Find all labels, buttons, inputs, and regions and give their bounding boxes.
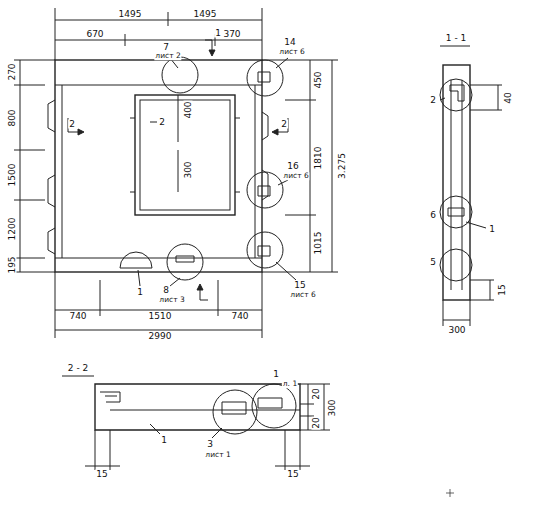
dimension-text: 270 [8,62,17,81]
dimension-text: 40 [504,91,513,104]
callout-label: 7 [162,43,170,52]
callout-label: 2 [158,118,166,127]
dimension-text: 300 [328,398,337,417]
dimension-text: 1810 [314,146,323,171]
callout-label: 1510 [148,312,173,321]
dimension-text: 300 [184,160,193,179]
callout-label: 1 [136,288,144,297]
dimension-text: 195 [8,255,17,274]
callout-label: 370 [222,30,241,39]
dimension-text: 400 [184,100,193,119]
callout-label: 2 [280,120,288,129]
callout-label: 15 [293,281,306,290]
callout-label: лист 3 [158,296,185,304]
callout-label: 8 [162,286,170,295]
dimension-text: 20 [312,387,321,400]
callout-label: 2 - 2 [67,364,89,373]
callout-label: 1 [160,436,168,445]
dimension-text: 1200 [8,217,17,242]
callout-label: 1 [488,225,496,234]
callout-label: лист 6 [289,291,316,299]
callout-label: 1495 [118,10,143,19]
callout-label: 1 [272,370,280,379]
callout-label: 2 [68,120,76,129]
callout-label: 1495 [193,10,218,19]
dimension-text: 20 [312,416,321,429]
dimension-text: 1015 [314,231,323,256]
callout-label: 1 - 1 [445,34,467,43]
callout-label: 15 [286,470,299,479]
dimension-text: 3.275 [338,152,347,180]
dimension-text: 1500 [8,163,17,188]
dimension-text: 800 [8,108,17,127]
callout-label: 14 [283,38,296,47]
callout-label: л. 1 [282,380,298,388]
dimension-text: 450 [314,70,323,89]
callout-label: 300 [447,326,466,335]
callout-label: 16 [286,162,299,171]
callout-label: 1 [214,29,222,38]
callout-label: 2990 [148,332,173,341]
callout-label: лист 6 [282,172,309,180]
callout-label: лист 2 [154,52,181,60]
callout-label: 740 [68,312,87,321]
callout-label: 740 [230,312,249,321]
callout-label: 15 [95,470,108,479]
callout-label: 3 [206,440,214,449]
callout-label: 2 [429,96,437,105]
callout-label: 6 [429,211,437,220]
callout-label: лист 1 [204,451,231,459]
callout-label: 670 [85,30,104,39]
callout-label: 5 [429,258,437,267]
dimension-text: 15 [498,283,507,296]
callout-label: лист 6 [278,48,305,56]
